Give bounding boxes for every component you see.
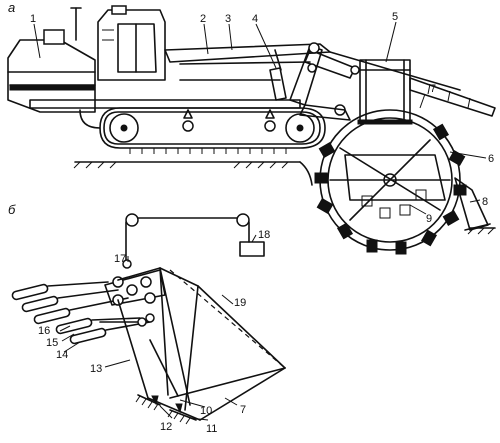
- label-9: 9: [426, 213, 432, 225]
- label-7-top: 7: [430, 83, 436, 95]
- panel-b-letter: б: [8, 202, 16, 217]
- pivot-cluster: [104, 269, 166, 327]
- label-10: 10: [200, 405, 212, 417]
- label-8: 8: [482, 196, 488, 208]
- excavating-wheel: [314, 109, 467, 255]
- label-17: 17: [114, 253, 126, 265]
- hoist-cable: [122, 213, 265, 269]
- boom-linkage: [289, 42, 461, 121]
- kinematic-scheme: [11, 213, 286, 425]
- leader-lines: [33, 21, 487, 421]
- trencher-machine: [7, 5, 496, 255]
- label-18: 18: [258, 229, 270, 241]
- cabin: [97, 5, 166, 81]
- label-13: 13: [90, 363, 102, 375]
- lift-cylinder: [269, 49, 287, 101]
- label-1: 1: [30, 13, 36, 25]
- label-11: 11: [206, 423, 217, 435]
- label-12: 12: [160, 421, 172, 433]
- label-3: 3: [225, 13, 231, 25]
- label-7-bottom: 7: [240, 404, 246, 416]
- crawler-track: [79, 107, 326, 154]
- labels-bottom: 10 11 12 13 14 15 16 17 18 19 7: [38, 229, 270, 435]
- labels-top: 1 2 3 4 5 6 7 8 9: [30, 11, 494, 225]
- label-6: 6: [488, 153, 494, 165]
- label-14: 14: [56, 349, 68, 361]
- drive-gearbox: [357, 59, 413, 125]
- ground-left: [73, 161, 301, 169]
- label-2: 2: [200, 13, 206, 25]
- panel-a-letter: а: [8, 0, 15, 15]
- label-19: 19: [234, 297, 246, 309]
- digging-frame: [117, 267, 286, 421]
- trench-cleaner: [454, 177, 491, 231]
- label-4: 4: [252, 13, 258, 25]
- label-5: 5: [392, 11, 398, 23]
- engine-hood: [7, 7, 96, 113]
- conveyor: [409, 77, 496, 117]
- label-16: 16: [38, 325, 50, 337]
- label-15: 15: [46, 337, 58, 349]
- ground-supports: [135, 394, 197, 425]
